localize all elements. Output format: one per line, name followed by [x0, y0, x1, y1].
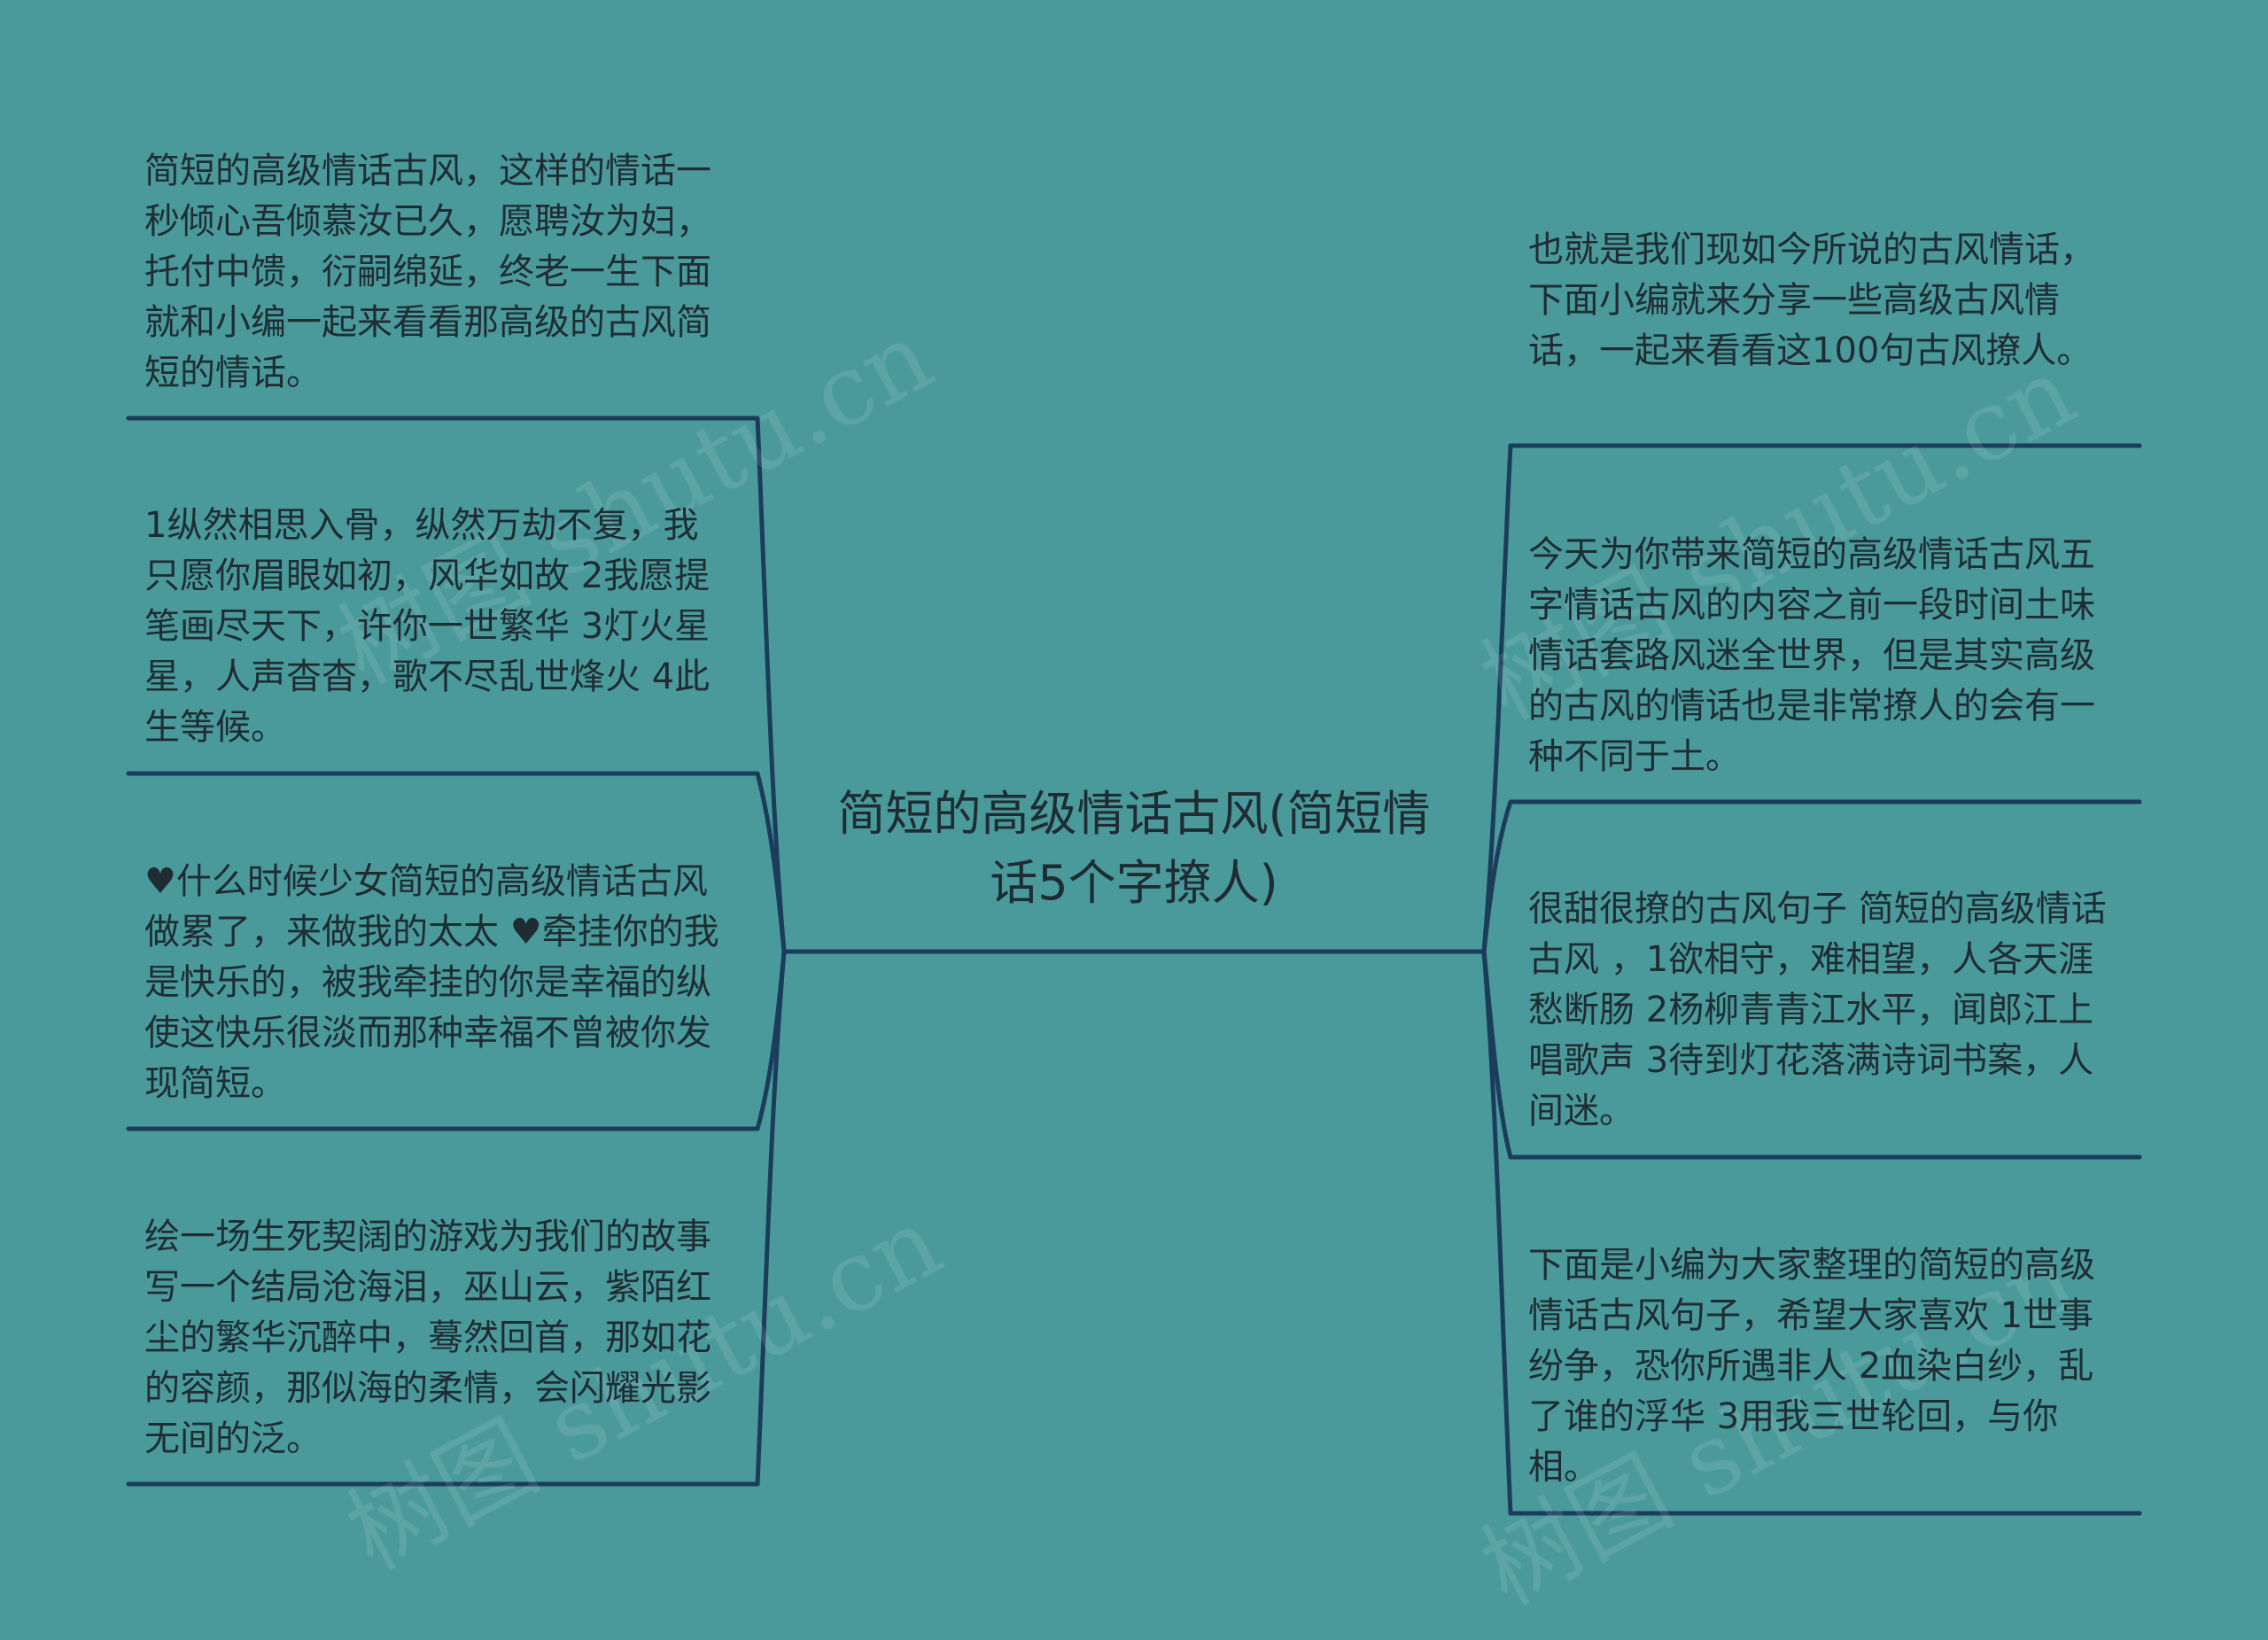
right-node-2[interactable]: 今天为你带来简短的高级情话古风五字情话古风的内容之前一段时间土味情话套路风迷全世… — [1528, 534, 2095, 777]
left-node-1[interactable]: 简短的高级情话古风，这样的情话一秒倾心吾倾慕汝已久，愿聘汝为妇，托付中馈，衍嗣绵… — [144, 151, 711, 393]
right-node-1[interactable]: 也就是我们现如今所说的古风情话，下面小编就来分享一些高级古风情话，一起来看看这1… — [1528, 229, 2095, 371]
left-node-2[interactable]: 1纵然相思入骨，纵然万劫不复，我只愿你眉眼如初，风华如故 2我愿提笔画尽天下，许… — [144, 505, 711, 748]
right-node-4[interactable]: 下面是小编为大家整理的简短的高级情话古风句子，希望大家喜欢 1世事纷争，恐你所遇… — [1528, 1245, 2095, 1488]
connector-right-1 — [1481, 443, 1513, 954]
right-node-3[interactable]: 很甜很撩的古风句子 简短的高级情话古风 ，1欲相守，难相望，人各天涯愁断肠 2杨… — [1528, 889, 2107, 1131]
connector-right-4 — [1481, 949, 1513, 1516]
left-node-4[interactable]: 绘一场生死契阔的游戏为我们的故事写一个结局沧海泪，巫山云，紫陌红尘的繁华沉醉中，… — [144, 1216, 711, 1459]
central-topic[interactable]: 简短的高级情话古风(简短情话5个字撩人) — [837, 786, 1431, 911]
connector-left-1 — [755, 416, 787, 954]
left-node-3[interactable]: ♥什么时候少女简短的高级情话古风做累了，来做我的太太 ♥牵挂你的我是快乐的，被我… — [144, 861, 719, 1104]
connector-left-2 — [755, 771, 787, 954]
connector-left-4 — [755, 949, 787, 1487]
connector-right-2 — [1481, 799, 1513, 954]
